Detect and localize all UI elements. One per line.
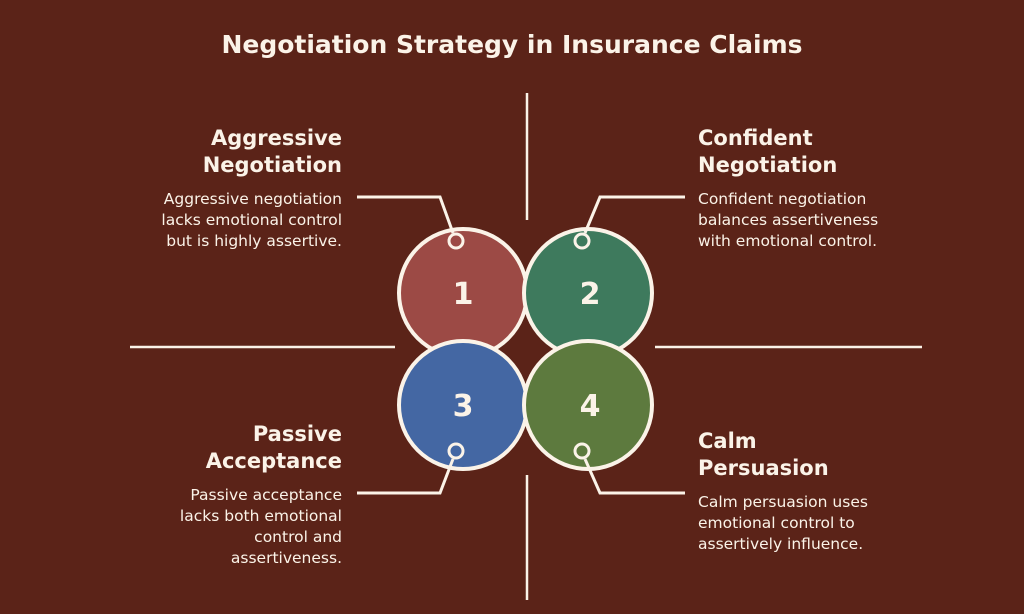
quadrant-2-description: Confident negotiation balances assertive…	[698, 190, 879, 250]
connectors	[357, 195, 685, 495]
circle-number-2: 2	[580, 277, 601, 312]
anchor-dot-1	[447, 232, 465, 250]
circle-number-4: 4	[580, 389, 601, 424]
quadrant-3-text: Passive Acceptance Passive acceptance la…	[142, 421, 342, 569]
quadrant-1-description: Aggressive negotiation lacks emotional c…	[161, 190, 342, 250]
quadrant-1-text: Aggressive Negotiation Aggressive negoti…	[142, 125, 342, 252]
axis-lines	[130, 93, 922, 600]
anchor-dot-3	[447, 442, 465, 460]
quadrant-4-heading: Calm Persuasion	[698, 429, 829, 480]
quadrant-2-heading: Confident Negotiation	[698, 126, 838, 177]
diagram-title: Negotiation Strategy in Insurance Claims	[221, 30, 803, 59]
quadrant-4-text: Calm Persuasion Calm persuasion uses emo…	[698, 428, 898, 555]
quadrant-4-description: Calm persuasion uses emotional control t…	[698, 493, 868, 553]
quadrant-3-heading: Passive Acceptance	[205, 422, 342, 473]
anchor-dot-2	[573, 232, 591, 250]
quadrant-2-text: Confident Negotiation Confident negotiat…	[698, 125, 898, 252]
anchor-dot-4	[573, 442, 591, 460]
quadrant-1-heading: Aggressive Negotiation	[202, 126, 342, 177]
circle-number-3: 3	[453, 389, 474, 424]
circle-number-1: 1	[453, 277, 474, 312]
quadrant-3-description: Passive acceptance lacks both emotional …	[179, 486, 342, 567]
